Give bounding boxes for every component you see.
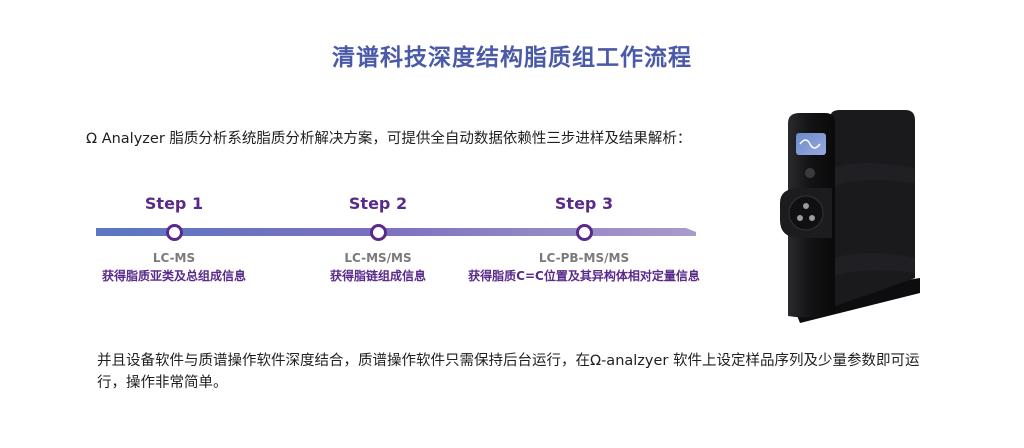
timeline-arrow-bar — [96, 228, 696, 236]
step-dot — [166, 224, 183, 241]
step-dot — [576, 224, 593, 241]
step-method: LC-PB-MS/MS — [538, 251, 630, 265]
analyzer-device-image — [780, 110, 920, 323]
step-description: 获得脂质亚类及总组成信息 — [101, 269, 246, 283]
device-screen — [796, 133, 826, 155]
step-method: LC-MS/MS — [344, 251, 412, 265]
step-description: 获得脂链组成信息 — [329, 269, 426, 283]
step-label: Step 1 — [144, 194, 204, 213]
step-dot — [370, 224, 387, 241]
step-method: LC-MS — [152, 251, 196, 265]
step-label: Step 3 — [554, 194, 614, 213]
page-title: 清谱科技深度结构脂质组工作流程 — [332, 45, 692, 71]
step-description: 获得脂质C=C位置及其异构体相对定量信息 — [468, 269, 700, 283]
step-label: Step 2 — [348, 194, 408, 213]
outro-text: 并且设备软件与质谱操作软件深度结合，质谱操作软件只需保持后台运行，在Ω-anal… — [97, 353, 920, 391]
intro-text: Ω Analyzer 脂质分析系统脂质分析解决方案，可提供全自动数据依赖性三步进… — [86, 131, 692, 147]
workflow-timeline: Step 1 LC-MS 获得脂质亚类及总组成信息 Step 2 LC-MS/M… — [96, 194, 700, 283]
